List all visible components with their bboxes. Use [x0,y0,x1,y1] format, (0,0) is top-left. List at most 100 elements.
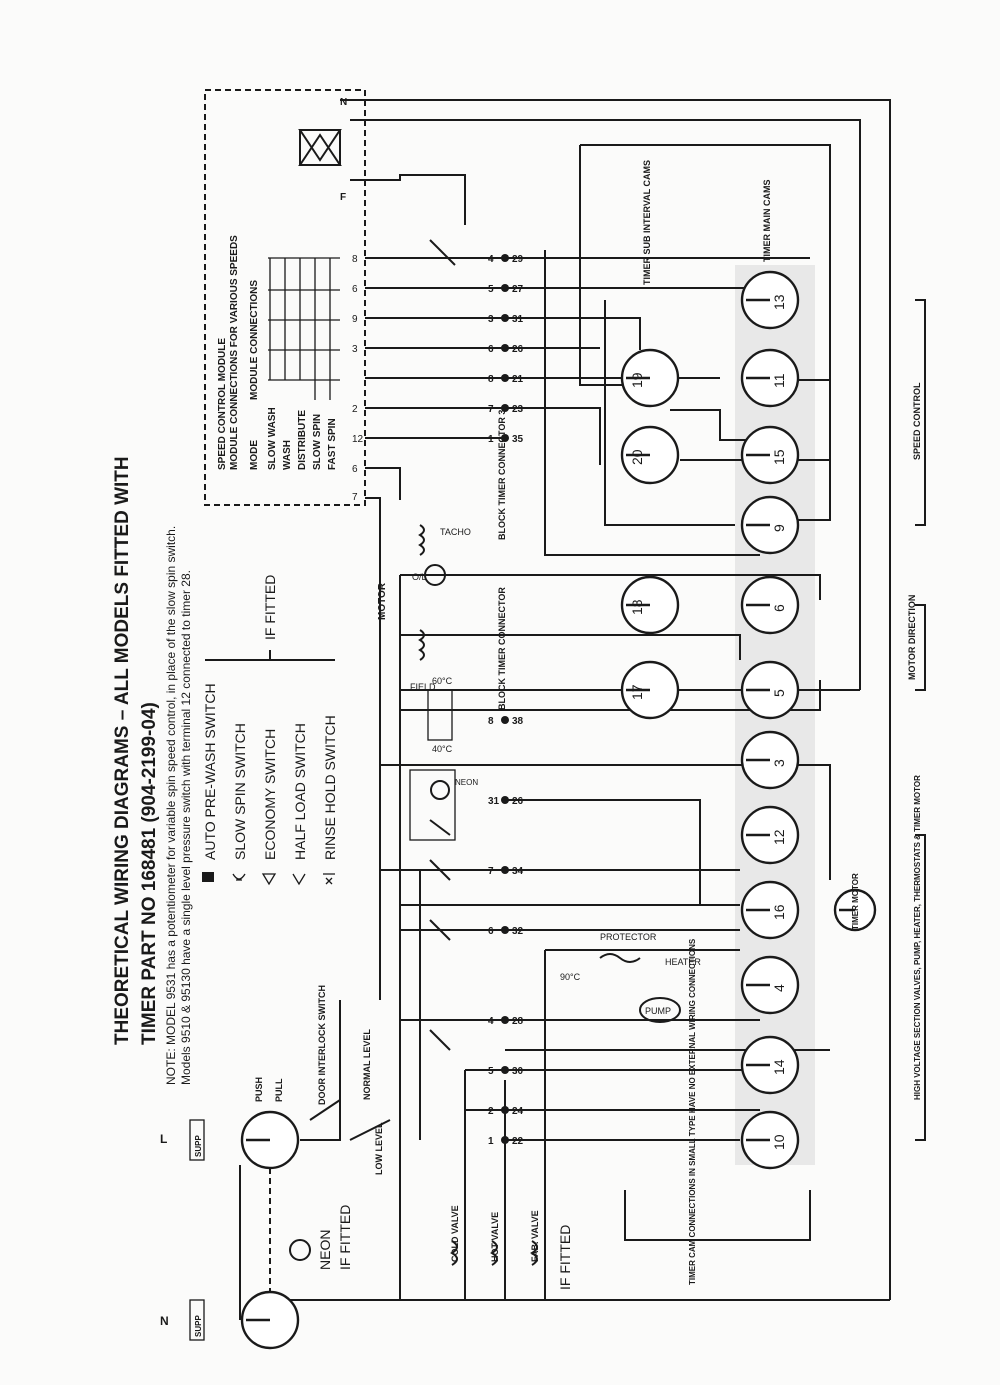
thermo-90: 90°C [560,972,581,982]
cold-valve-label: COLD VALVE [450,1205,460,1262]
sub-interval-label: TIMER SUB INTERVAL CAMS [642,160,652,285]
terminal-pin-31: 31 [488,796,500,807]
mode-distribute: DISTRIBUTE [297,410,308,470]
thermo-40: 40°C [432,744,453,754]
switch-bank: NEON [409,239,478,1051]
terminal-32: 32 [512,926,524,937]
hot-valve-coil [490,1240,498,1266]
section-motor-direction: MOTOR DIRECTION [907,595,917,680]
cam-16-label: 16 [771,904,787,920]
economy-icon [261,873,277,886]
terminal-pin-7b: 7 [488,866,494,877]
valve-if-fitted: IF FITTED [557,1225,573,1290]
motor-label: MOTOR [377,582,388,620]
pump-label: PUMP [645,1006,671,1016]
terminal-pin-1: 1 [488,434,494,445]
mode-fast-spin: FAST SPIN [327,418,338,470]
main-cams-label: TIMER MAIN CAMS [762,180,772,263]
supply-n-label: SUPP [194,1315,203,1337]
field-label: FIELD [410,682,436,692]
mode-wash: WASH [282,440,293,470]
pull-label: PULL [274,1078,284,1102]
module-col-connections: MODULE CONNECTIONS [249,280,260,400]
terminal-26b: 26 [512,796,524,807]
terminal-pin-1b: 1 [488,1136,494,1147]
terminal-31: 31 [512,314,524,325]
terminal-pin-6b: 6 [488,926,494,937]
fab-valve-coil [530,1240,538,1266]
timer-upper-cams: 19 20 18 17 TIMER SUB INTERVAL CAMS [620,160,680,720]
tacho-label: TACHO [440,527,471,537]
terminal-28: 28 [512,1016,524,1027]
terminal-pin-7: 7 [488,404,494,415]
supply-l-label: SUPP [194,1135,203,1157]
module-connection-grid [268,257,340,400]
terminal-34: 34 [512,866,524,877]
door-level-switches: DOOR INTERLOCK SWITCH NORMAL LEVEL LOW L… [309,985,391,1175]
timer-motor-label: TIMER MOTOR [851,873,860,930]
valves: COLD VALVE HOT VALVE FAB. VALVE IF FITTE… [450,1205,573,1290]
hot-valve-label: HOT VALVE [490,1212,500,1262]
cam-12-label: 12 [771,829,787,845]
module-terminal-7: 7 [352,492,358,503]
push-label: PUSH [254,1077,264,1102]
legend-rinse-hold: RINSE HOLD SWITCH [322,715,338,860]
terminal-21: 21 [512,374,524,385]
terminal-pin-2: 2 [488,1106,494,1117]
cam-4-label: 4 [771,984,787,992]
slow-spin-icon [232,873,246,881]
neon-if-fitted: IF FITTED [337,1205,353,1270]
cam-11-label: 11 [771,373,787,388]
mode-slow-spin: SLOW SPIN [312,414,323,470]
cam-18-label: 18 [629,599,645,615]
terminal-29: 29 [512,254,524,265]
small-type-bracket [624,1190,811,1241]
module-terminal-6a: 6 [352,284,358,295]
neon-label: NEON [317,1230,333,1270]
module-title: SPEED CONTROL MODULE [217,338,228,470]
cam-20-label: 20 [629,449,645,465]
heater-pump: PROTECTOR HEATER PUMP [599,932,701,1023]
section-speed-control: SPEED CONTROL [912,382,922,460]
terminal-27: 27 [512,284,524,295]
module-terminal-3: 3 [352,344,358,355]
legend-auto-prewash: AUTO PRE-WASH SWITCH [202,683,218,860]
overload-label: O/L [412,572,427,582]
module-terminal-8: 8 [352,254,358,265]
cam-9-label: 9 [771,524,787,532]
motor-armature [424,564,446,586]
level-switch-contact [349,1119,391,1141]
section-brackets: SPEED CONTROL MOTOR DIRECTION HIGH VOLTA… [907,299,926,1141]
cam-3-label: 3 [771,759,787,767]
title-line-2: TIMER PART NO 168481 (904-2199-04) [139,702,160,1045]
terminal-35: 35 [512,434,524,445]
terminal-26: 26 [512,344,524,355]
cam-13-label: 13 [771,294,787,310]
neon-indicator-label: NEON [455,778,478,787]
thermostats: 40°C 60°C 90°C [427,676,581,982]
module-line-2: MODULE CONNECTIONS FOR VARIOUS SPEEDS [229,235,240,470]
cam-17-label: 17 [629,684,645,700]
neon-lamp [289,1239,311,1261]
legend-economy: ECONOMY SWITCH [262,729,278,860]
block-timer-connector-1: 29 27 31 26 21 23 35 4 5 3 6 8 7 1 BLOCK… [488,254,524,540]
small-type-note: TIMER CAM CONNECTIONS IN SMALL TYPE HAVE… [688,938,697,1285]
triac-symbol [298,129,342,166]
terminal-30: 30 [512,1066,524,1077]
half-load-icon [292,873,306,886]
terminal-pin-8: 8 [488,374,494,385]
thermo-60: 60°C [432,676,453,686]
heater-label: HEATER [665,957,701,967]
fab-valve-label: FAB. VALVE [530,1210,540,1262]
module-terminal-12: 12 [352,434,364,445]
terminal-38: 38 [512,716,524,727]
cam-15-label: 15 [771,449,787,465]
block-timer-connector-2: 38 26 34 32 28 30 24 22 8 31 7 6 4 5 2 1… [488,587,524,1147]
cam-14-label: 14 [771,1059,787,1075]
legend-if-fitted: IF FITTED [262,575,278,640]
legend-bracket [205,650,335,661]
switch-legend: AUTO PRE-WASH SWITCH SLOW SPIN SWITCH EC… [202,575,338,886]
main-switch: PUSH PULL NEON IF FITTED [240,1077,353,1350]
economy-switch-contact [429,919,451,941]
